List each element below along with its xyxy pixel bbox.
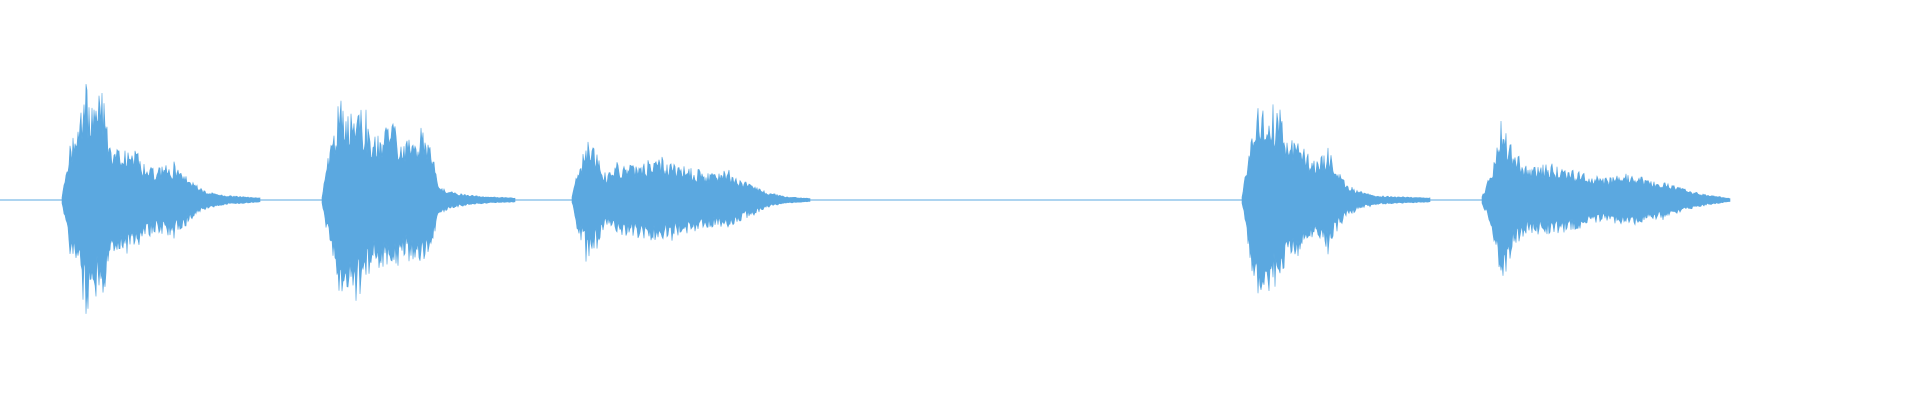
waveform-bars [61, 84, 1731, 314]
waveform-segment-utterance-1 [61, 84, 261, 314]
waveform-segment-utterance-2 [321, 100, 516, 301]
waveform-segment-utterance-4 [1241, 104, 1431, 294]
waveform-segment-utterance-3 [571, 141, 811, 262]
waveform-segment-utterance-5 [1481, 120, 1731, 276]
